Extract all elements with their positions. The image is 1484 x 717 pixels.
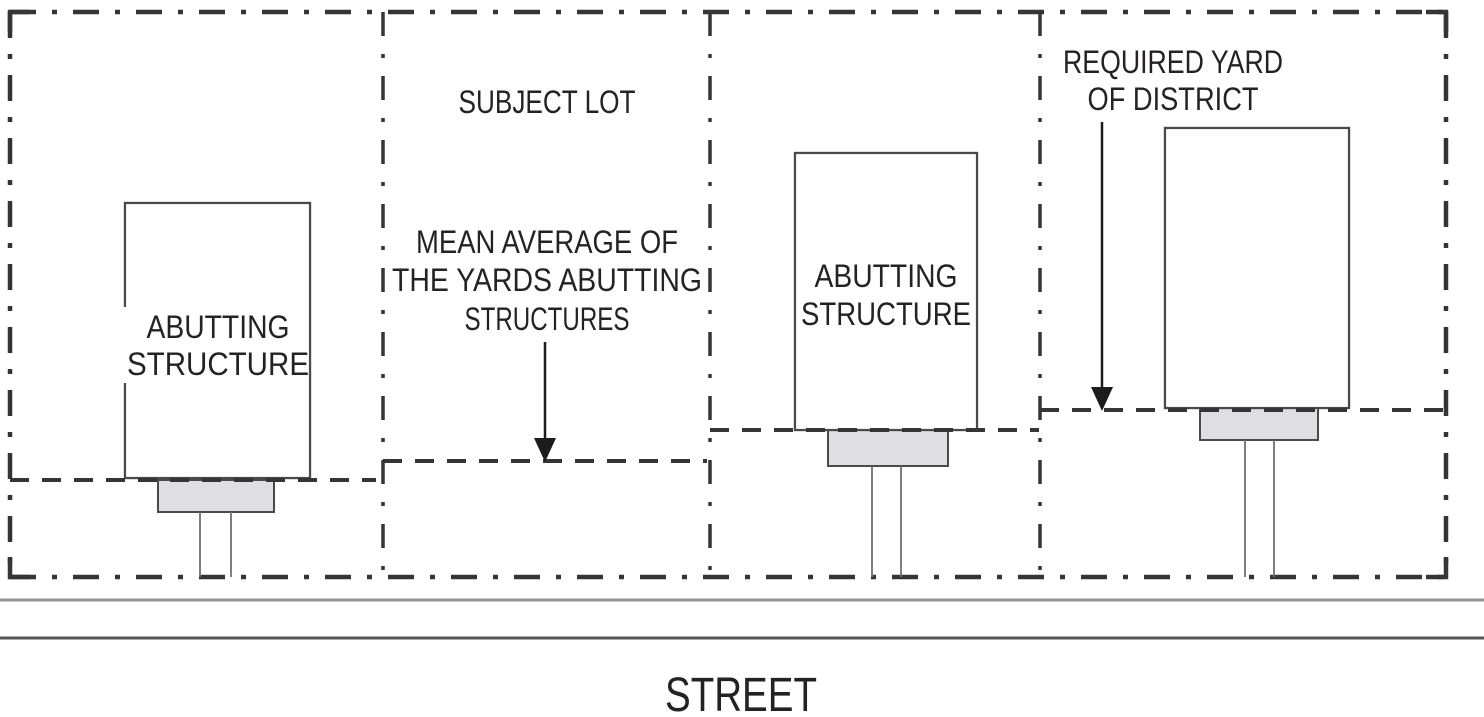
boundary-corner-bottom-right [1426,557,1449,580]
boundary-corner-bottom-left [7,557,30,580]
street-area: STREET [0,598,1484,717]
lot4-porch [1199,407,1319,441]
lot1-label-background [118,307,304,383]
lot3-building-label-line1: ABUTTING [815,258,958,294]
lot1-abutting-structure: ABUTTING STRUCTURE [118,201,312,577]
lot1-porch [157,479,275,513]
lot3-porch [827,429,949,467]
lot4-structure [1163,126,1351,577]
lot2-annotations: SUBJECT LOT MEAN AVERAGE OF THE YARDS AB… [392,84,702,462]
street-label: STREET [665,669,817,717]
lot3-building-label-line2: STRUCTURE [801,296,971,332]
block-boundary [7,9,1449,580]
lot4-annotations: REQUIRED YARD OF DISTRICT [1063,44,1283,411]
lot1-building-label-line2: STRUCTURE [127,346,309,382]
lot3-abutting-structure: ABUTTING STRUCTURE [793,151,979,577]
lot4-building-outline-top [1163,126,1351,410]
boundary-corner-top-left [7,9,30,32]
mean-average-annotation-line2: THE YARDS ABUTTING [392,262,702,298]
lot1-building-label-line1: ABUTTING [147,309,290,345]
subject-lot-title: SUBJECT LOT [459,84,636,120]
mean-average-annotation-line3: STRUCTURES [465,301,630,337]
required-yard-annotation-line2: OF DISTRICT [1088,81,1259,117]
boundary-corner-top-right [1426,9,1449,32]
mean-average-arrow-head-icon [534,438,556,462]
required-yard-arrow-head-icon [1091,387,1113,411]
mean-average-annotation-line1: MEAN AVERAGE OF [416,224,678,260]
required-yard-annotation-line1: REQUIRED YARD [1063,44,1283,80]
lot3-label-background [803,252,970,331]
